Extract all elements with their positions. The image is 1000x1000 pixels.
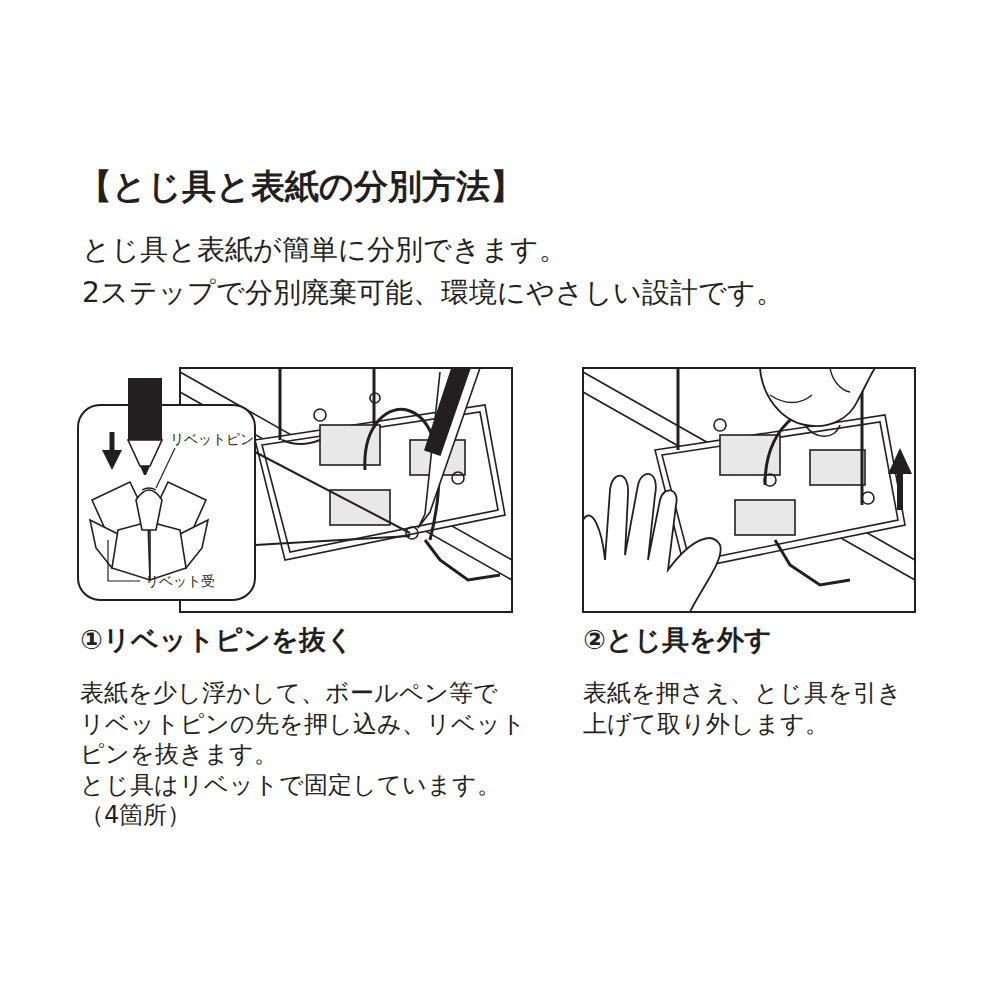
- leader-line: [156, 448, 175, 488]
- step-body: 表紙を押さえ、とじ具を引き 上げて取り外します。: [583, 678, 933, 739]
- rivet-inset: [78, 378, 255, 600]
- panel-frame: [583, 368, 915, 612]
- up-arrow-head: [888, 448, 912, 474]
- zoom-lines: [255, 452, 410, 545]
- part-label: リベットピン: [170, 430, 254, 448]
- step-body: 表紙を少し浮かして、ボールペン等で リベットピンの先を押し込み、リベット ピンを…: [80, 678, 550, 831]
- leader-line: [108, 540, 140, 581]
- intro-text: とじ具と表紙が簡単に分別できます。 2ステップで分別廃棄可能、環境にやさしい設計…: [82, 228, 842, 314]
- part-label: リベット受: [145, 572, 215, 590]
- page-title: 【とじ具と表紙の分別方法】: [78, 164, 524, 208]
- step-heading: ①リベットピンを抜く: [80, 622, 354, 657]
- step-heading: ②とじ具を外す: [583, 622, 772, 657]
- binder-scene-2: [583, 368, 915, 612]
- up-arrow: [897, 470, 903, 510]
